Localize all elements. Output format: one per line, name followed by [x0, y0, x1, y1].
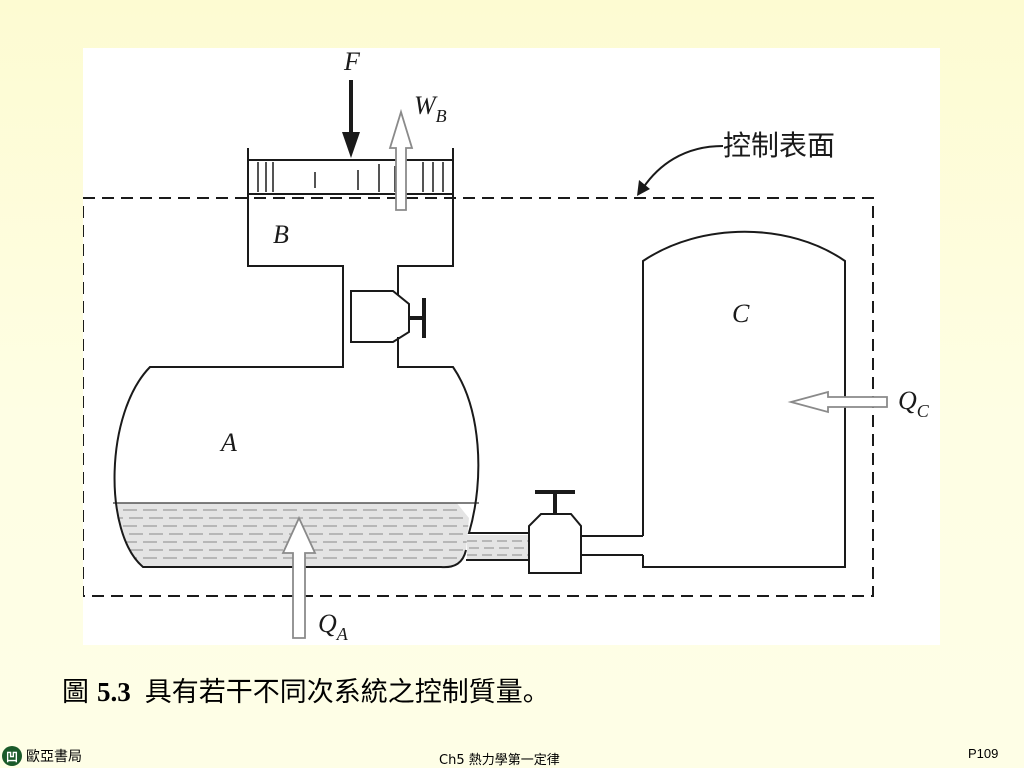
- piston: [247, 159, 454, 195]
- pipe-valve-to-c: [581, 535, 643, 556]
- label-wb: WB: [414, 91, 447, 126]
- heat-qa-arrow: [281, 515, 317, 639]
- label-control-surface: 控制表面: [723, 129, 835, 162]
- figure-caption: 圖 5.3 具有若干不同次系統之控制質量。: [62, 670, 550, 709]
- pipe-a-to-valve: [466, 535, 529, 561]
- page-number: P109: [968, 746, 999, 761]
- work-wb-arrow: [388, 108, 414, 211]
- caption-number: 5.3: [97, 677, 131, 707]
- label-a: A: [219, 428, 237, 457]
- force-f-arrow: [342, 80, 360, 158]
- label-qc: QC: [898, 386, 930, 421]
- publisher-name: 歐亞書局: [26, 749, 82, 765]
- label-qa: QA: [318, 609, 349, 644]
- publisher-logo-icon: 凹: [2, 746, 22, 766]
- control-surface-pointer: [637, 145, 724, 196]
- valve-ac: [528, 490, 582, 574]
- heat-qc-arrow: [787, 390, 888, 414]
- tank-c: [642, 230, 846, 568]
- publisher-footer: 凹 歐亞書局: [2, 745, 82, 767]
- figure-panel: F WB 控制表面 B C A QC QA: [83, 48, 940, 645]
- chapter-title: Ch5 熱力學第一定律: [439, 753, 560, 768]
- caption-prefix: 圖: [62, 677, 89, 708]
- label-c: C: [732, 299, 750, 328]
- control-mass-diagram: F WB 控制表面 B C A QC QA: [83, 48, 930, 644]
- valve-ab: [350, 290, 426, 343]
- label-f: F: [343, 48, 361, 76]
- caption-text: 具有若干不同次系統之控制質量。: [144, 677, 550, 708]
- label-b: B: [273, 220, 289, 249]
